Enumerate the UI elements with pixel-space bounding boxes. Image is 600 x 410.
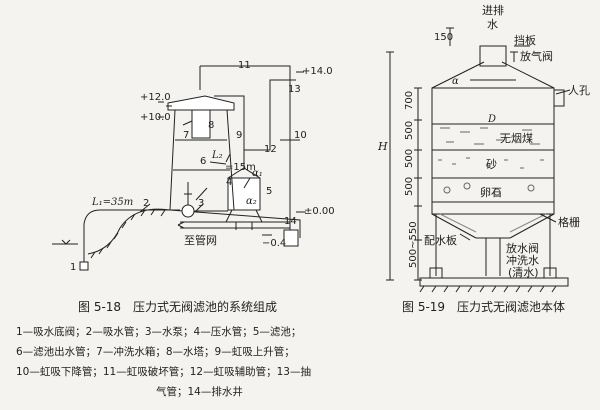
label-grille: 格栅 bbox=[558, 215, 580, 229]
anthracite-texture bbox=[440, 127, 540, 145]
bottom-pipe bbox=[485, 238, 501, 276]
label-anthracite: 无烟煤 bbox=[500, 131, 533, 145]
base-hatch bbox=[419, 285, 557, 293]
label-alpha: α bbox=[452, 76, 459, 87]
label-clear-water: (清水) bbox=[508, 266, 539, 279]
dim-H bbox=[386, 51, 394, 281]
num-9: 9 bbox=[236, 130, 242, 141]
label-500-a: 500 bbox=[404, 121, 415, 140]
dim-ticks bbox=[414, 87, 422, 281]
num-10: 10 bbox=[294, 130, 307, 141]
tower-top bbox=[191, 109, 211, 139]
legend-line-3: 10—虹吸下降管；11—虹吸破坏管；12—虹吸辅助管；13—抽 bbox=[16, 366, 311, 378]
dim-150 bbox=[446, 27, 454, 46]
ground-hatch bbox=[90, 208, 166, 259]
layer-lines bbox=[432, 123, 554, 203]
tower-legs bbox=[169, 109, 235, 211]
leader-lines bbox=[139, 105, 251, 213]
cone-top bbox=[431, 61, 555, 89]
filter-cylinder bbox=[431, 87, 555, 215]
elevation-10: +10.0 bbox=[140, 112, 171, 123]
label-alpha2: α₂ bbox=[246, 196, 257, 207]
figure-5-18-caption: 图 5-18 压力式无阀滤池的系统组成 bbox=[78, 300, 278, 314]
label-500-b: 500 bbox=[404, 149, 415, 168]
legend-line-1: 1—吸水底阀；2—吸水管；3—水泵；4—压水管；5—滤池； bbox=[16, 326, 302, 338]
label-alpha1: α₁ bbox=[252, 168, 263, 179]
label-to-network: 至管网 bbox=[184, 233, 217, 247]
num-7: 7 bbox=[183, 130, 189, 141]
vent-valve bbox=[510, 51, 518, 62]
figure-5-19-caption: 图 5-19 压力式无阀滤池本体 bbox=[402, 300, 566, 314]
label-L2-value: =15m bbox=[225, 162, 256, 173]
label-H: H bbox=[377, 140, 388, 153]
label-D: D bbox=[487, 114, 496, 125]
siphon-break-pipe bbox=[199, 65, 291, 230]
elevation-0: ±0.00 bbox=[304, 206, 335, 217]
num-5: 5 bbox=[266, 186, 272, 197]
legend-line-4: 气管；14—排水井 bbox=[156, 386, 243, 398]
label-baffle: 挡板 bbox=[514, 33, 536, 47]
body-leader-lines bbox=[459, 45, 571, 241]
drain-well bbox=[283, 229, 299, 247]
label-500-c: 500 bbox=[404, 177, 415, 196]
num-2: 2 bbox=[143, 198, 149, 209]
num-13: 13 bbox=[288, 84, 301, 95]
manhole bbox=[553, 89, 565, 107]
base-slab bbox=[419, 277, 569, 287]
support-legs bbox=[435, 214, 551, 276]
label-distribution-plate: 配水板 bbox=[424, 233, 457, 247]
legend-line-2: 6—滤池出水管；7—冲洗水箱；8—水塔；9—虹吸上升管； bbox=[16, 346, 295, 358]
label-water: 水 bbox=[487, 18, 498, 31]
label-base-height: 500~550 bbox=[408, 221, 419, 268]
legend: 1—吸水底阀；2—吸水管；3—水泵；4—压水管；5—滤池； 6—滤池出水管；7—… bbox=[16, 322, 311, 402]
label-inout: 进排 bbox=[482, 3, 504, 17]
num-8: 8 bbox=[208, 120, 214, 131]
arrow-network bbox=[177, 221, 185, 229]
body-labels: 进排 水 150 挡板 放气阀 人孔 α D H 700 500 500 500… bbox=[377, 3, 590, 279]
system-labels: L₁=35m L₂ =15m +14.0 +12.0 +10.0 ±0.00 −… bbox=[70, 60, 335, 273]
water-level-mark bbox=[61, 239, 71, 245]
cone-bottom bbox=[431, 213, 555, 239]
label-vent-valve: 放气阀 bbox=[520, 49, 553, 63]
filter-body-diagram bbox=[386, 27, 571, 293]
label-700: 700 bbox=[404, 91, 415, 110]
elevation-12: +12.0 bbox=[140, 92, 171, 103]
pump bbox=[181, 204, 195, 218]
label-sand: 砂 bbox=[486, 158, 497, 171]
label-L2: L₂ bbox=[211, 150, 223, 161]
distribution-plate bbox=[439, 213, 547, 233]
label-L1: L₁=35m bbox=[91, 197, 133, 208]
label-flush-water: 冲洗水 bbox=[506, 253, 539, 267]
siphon-rising-pipe bbox=[243, 79, 284, 168]
suction-pipe bbox=[83, 209, 180, 268]
num-12: 12 bbox=[264, 144, 277, 155]
ground-line bbox=[87, 208, 301, 255]
label-drain-valve: 放水阀 bbox=[506, 241, 539, 255]
filter-outlet-pipe bbox=[214, 95, 245, 150]
sand-texture bbox=[438, 157, 544, 169]
elevation-minus-04: −0.4 bbox=[262, 238, 286, 249]
num-4: 4 bbox=[226, 177, 232, 188]
num-1: 1 bbox=[70, 262, 76, 273]
elevation-14: +14.0 bbox=[302, 66, 333, 77]
num-6: 6 bbox=[200, 156, 206, 167]
num-14: 14 bbox=[284, 216, 297, 227]
tower-braces bbox=[173, 139, 230, 171]
num-3: 3 bbox=[198, 198, 204, 209]
top-pipe bbox=[479, 45, 507, 67]
label-150: 150 bbox=[434, 32, 453, 43]
system-diagram bbox=[52, 65, 306, 271]
gravel-texture bbox=[443, 182, 535, 196]
pump-riser bbox=[184, 182, 192, 205]
bottom-valve bbox=[79, 261, 89, 271]
level-ticks bbox=[158, 71, 306, 236]
wash-tank bbox=[167, 95, 235, 111]
label-manhole: 人孔 bbox=[568, 84, 590, 97]
num-11: 11 bbox=[238, 60, 251, 71]
label-gravel: 卵石 bbox=[480, 186, 502, 199]
